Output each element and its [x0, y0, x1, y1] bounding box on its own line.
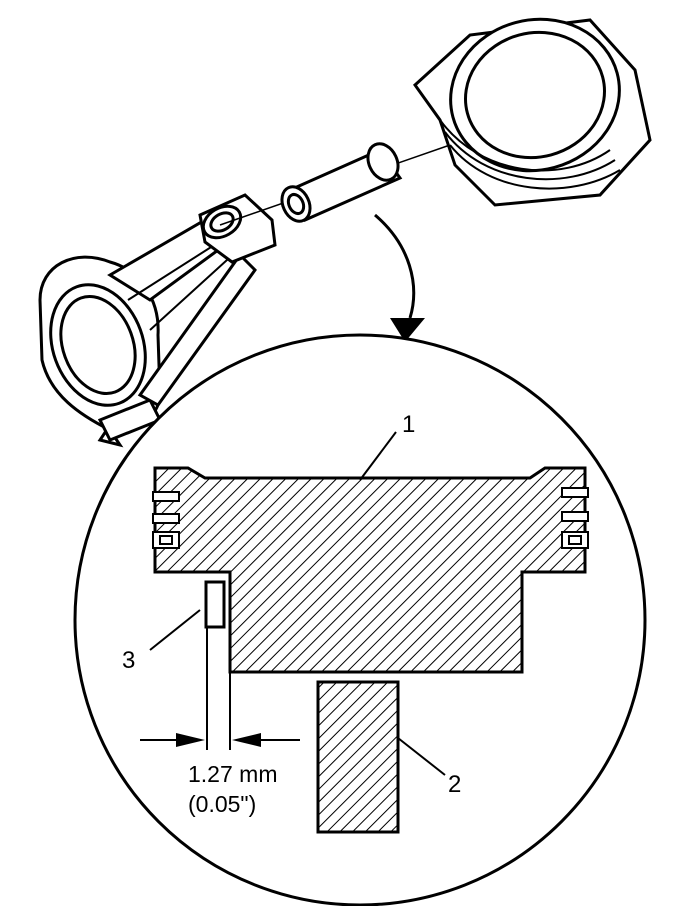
dimension-arrows	[140, 733, 300, 747]
callout-2-connecting-rod: 2	[448, 771, 461, 798]
ring-grooves-left	[152, 491, 180, 549]
dimension-metric: 1.27 mm	[188, 761, 277, 787]
connecting-rod-section	[316, 680, 400, 834]
ring-grooves-right	[561, 487, 589, 549]
callout-1-piston: 1	[402, 411, 415, 438]
detail-arrow	[374, 213, 425, 342]
pin-end-detail	[204, 580, 226, 629]
dimension-imperial: (0.05")	[188, 791, 256, 817]
piston-section	[153, 466, 587, 674]
piston-drawing	[413, 17, 652, 207]
piston-pin-drawing	[280, 142, 403, 223]
leader-lines	[149, 431, 446, 776]
callout-3-pin-end: 3	[122, 647, 135, 674]
